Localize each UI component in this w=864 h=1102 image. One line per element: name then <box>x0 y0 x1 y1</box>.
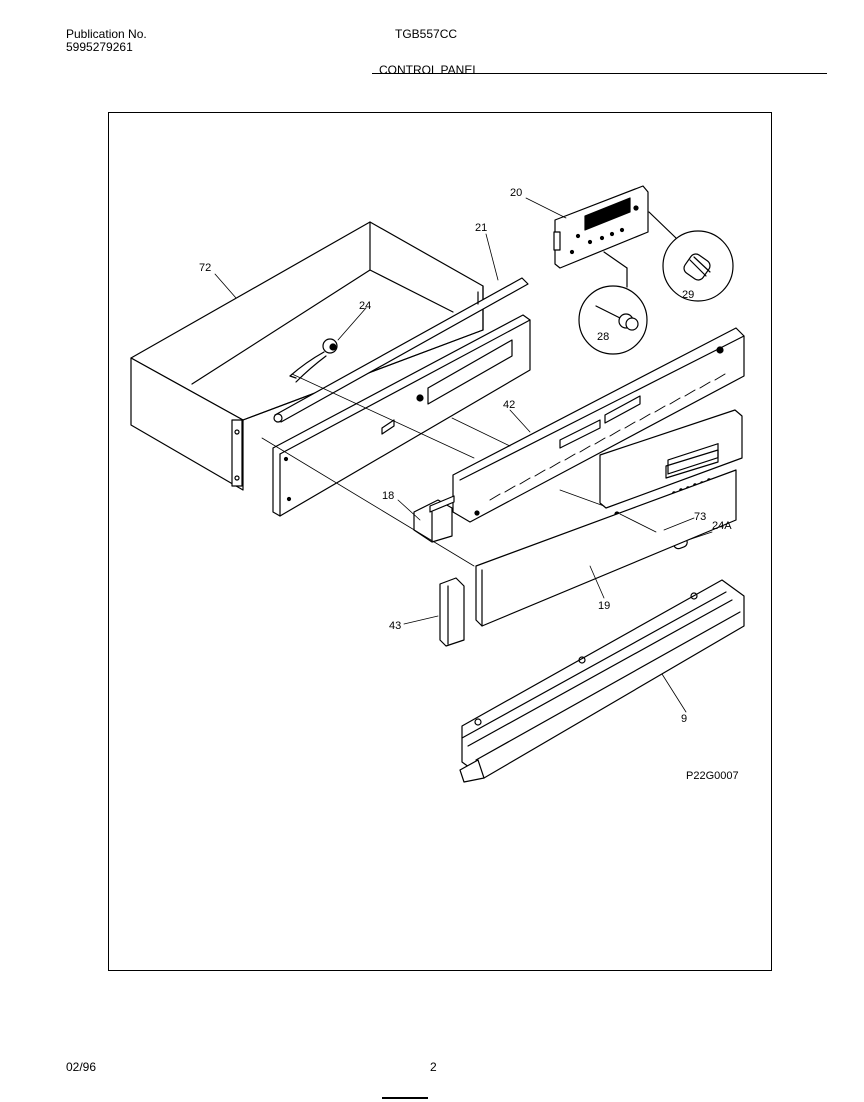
label-72: 72 <box>199 262 211 274</box>
diagram-frame <box>108 112 772 971</box>
part-24-socket <box>289 338 338 383</box>
part-19-trim-bar <box>475 469 737 627</box>
part-43-end-cap <box>439 577 465 647</box>
label-28: 28 <box>597 331 609 343</box>
assembly-lines <box>261 373 657 567</box>
part-42-vented-panel <box>452 327 745 523</box>
footer-mark <box>382 1097 428 1099</box>
part-21-rod <box>273 277 529 423</box>
label-leaders <box>214 197 713 713</box>
footer-date: 02/96 <box>66 1060 97 1074</box>
label-24: 24 <box>359 300 371 312</box>
publication-number: 5995279261 <box>66 40 133 54</box>
part-29-knob-callout <box>648 211 734 302</box>
page-number: 2 <box>430 1060 437 1074</box>
drawing-number: P22G0007 <box>686 770 739 782</box>
part-9-channel <box>459 579 745 783</box>
model-number: TGB557CC <box>395 27 458 41</box>
part-20-control-board <box>553 185 649 269</box>
label-73: 73 <box>694 511 706 523</box>
label-9: 9 <box>681 713 687 725</box>
label-19: 19 <box>598 600 610 612</box>
label-18: 18 <box>382 490 394 502</box>
label-21: 21 <box>475 222 487 234</box>
label-20: 20 <box>510 187 522 199</box>
inner-bracket-panel <box>272 314 531 517</box>
label-42: 42 <box>503 399 515 411</box>
part-72-housing <box>130 221 484 491</box>
label-24a: 24A <box>712 520 732 532</box>
label-29: 29 <box>682 289 694 301</box>
part-18-clip <box>413 495 455 543</box>
header-rule <box>372 73 827 74</box>
label-43: 43 <box>389 620 401 632</box>
publication-label: Publication No. <box>66 27 147 41</box>
part-28-shaft-callout <box>578 251 648 355</box>
